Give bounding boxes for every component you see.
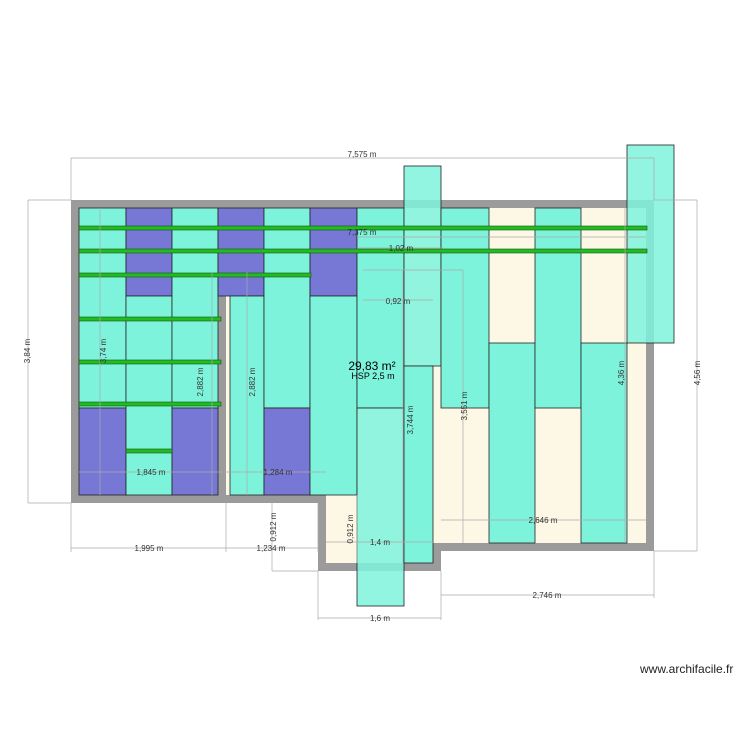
joist (78, 248, 648, 254)
joist (78, 272, 312, 278)
dim-w-16: 1,6 m (370, 614, 390, 623)
dimension-labels: 7,575 m 7,375 m 1,02 m 0,92 m 3,84 m 3,7… (23, 150, 702, 623)
dim-w-2646: 2,646 m (529, 516, 558, 525)
dim-w-1284: 1,284 m (264, 468, 293, 477)
joist (78, 401, 222, 407)
joist (125, 448, 173, 454)
panel (78, 407, 127, 496)
inner-partition-wall (218, 295, 226, 495)
dim-w-2746: 2,746 m (533, 591, 562, 600)
dim-h-0912-outer: 0,912 m (269, 512, 278, 541)
panel (403, 165, 442, 367)
panel (440, 207, 490, 409)
dim-w-1845: 1,845 m (137, 468, 166, 477)
room-height: HSP 2,5 m (351, 371, 394, 381)
watermark-link[interactable]: www.archifacile.fr (640, 662, 734, 676)
dim-right-total: 4,56 m (693, 360, 702, 385)
dim-h-2882-a: 2,882 m (196, 367, 205, 396)
panel (356, 407, 405, 607)
panels (78, 144, 675, 607)
panel (263, 407, 311, 496)
panel (263, 207, 311, 409)
dim-left-total: 3,84 m (23, 338, 32, 363)
dim-top-total: 7,575 m (348, 150, 377, 159)
joist (78, 316, 222, 322)
panel (626, 144, 675, 344)
dim-h-2882-b: 2,882 m (248, 367, 257, 396)
room-area: 29,83 m² (348, 359, 395, 373)
dim-h-0912-inner: 0,912 m (346, 514, 355, 543)
dim-h-436: 4,36 m (617, 360, 626, 385)
panel (171, 207, 219, 409)
panel (403, 365, 434, 564)
dim-width-092: 0,92 m (386, 297, 411, 306)
dim-w-14: 1,4 m (370, 538, 390, 547)
dimension-lines (27, 157, 698, 620)
dim-w-1995: 1,995 m (135, 544, 164, 553)
dim-width-102: 1,02 m (389, 244, 414, 253)
dim-h-3744: 3,744 m (406, 405, 415, 434)
dim-top-inner: 7,375 m (348, 228, 377, 237)
panel (125, 295, 173, 496)
panel (356, 207, 405, 409)
dim-h-3551: 3,551 m (460, 391, 469, 420)
panel (309, 295, 358, 496)
joist (78, 225, 648, 231)
room-label: 29,83 m² HSP 2,5 m (348, 359, 395, 381)
dim-w-1234: 1,234 m (257, 544, 286, 553)
panel (534, 207, 582, 409)
panel (171, 407, 219, 496)
panel (580, 342, 628, 544)
dim-left-inner: 3,74 m (99, 338, 108, 363)
panel (78, 207, 127, 409)
joist (78, 359, 222, 365)
panel (488, 342, 536, 544)
joists (78, 225, 648, 454)
